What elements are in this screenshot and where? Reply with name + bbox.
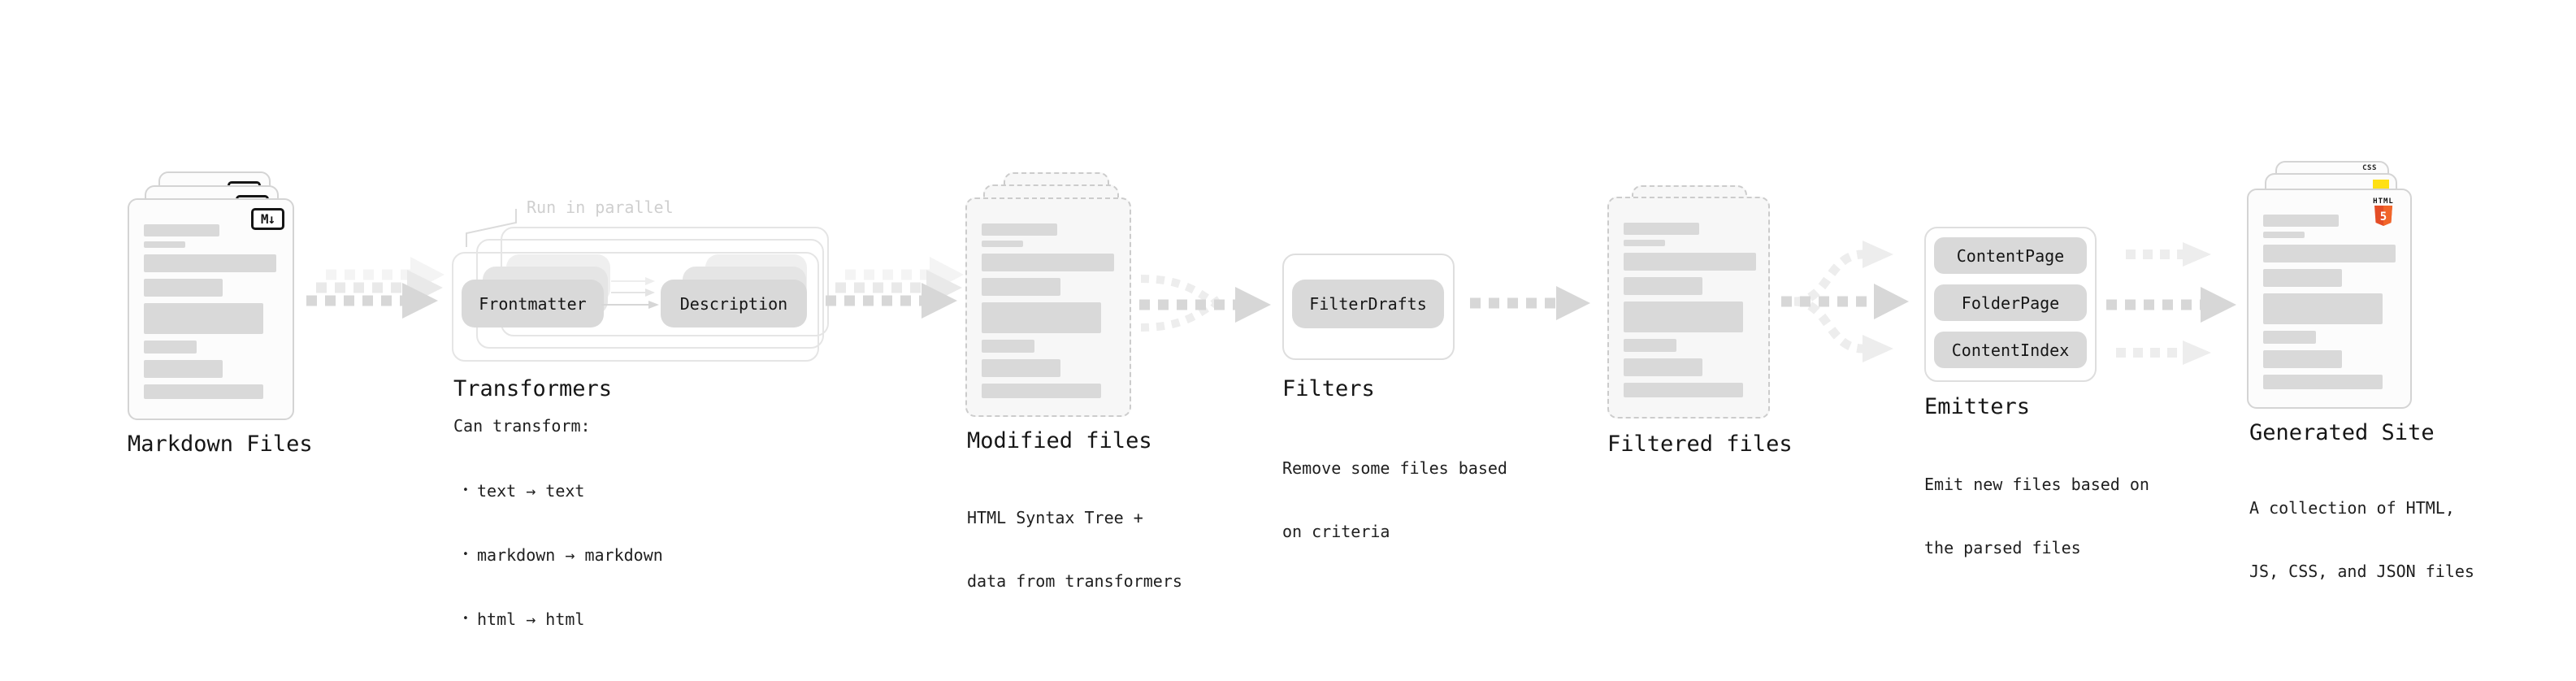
doc-bar	[2263, 293, 2383, 324]
doc-bar	[144, 279, 223, 297]
doc-bar	[982, 254, 1114, 271]
js-badge-icon	[2373, 180, 2389, 189]
pill-label: ContentPage	[1956, 245, 2065, 266]
stage-label-markdown-files: Markdown Files	[128, 432, 313, 457]
desc-line: data from transformers	[967, 571, 1182, 591]
transformer-pill-description: Description	[661, 280, 807, 327]
filters-desc: Remove some files based on criteria	[1282, 415, 1507, 584]
doc-bar	[1624, 383, 1743, 397]
desc-line: JS, CSS, and JSON files	[2249, 562, 2474, 581]
desc-line: the parsed files	[1924, 538, 2081, 557]
annotation-connector-line	[466, 209, 517, 247]
emitters-box	[1924, 227, 2097, 382]
stage-label-modified-files: Modified files	[967, 428, 1152, 453]
bullet-item: • markdown → markdown	[462, 544, 663, 566]
doc-bar	[982, 340, 1034, 353]
html5-icon: HTML 5	[2365, 197, 2402, 228]
doc-bar	[2263, 269, 2342, 287]
doc-bar	[144, 224, 219, 236]
doc-bar	[2263, 350, 2342, 368]
doc-bar	[2263, 245, 2396, 262]
flow-arrow-filters-to-filtered	[1470, 286, 1590, 320]
doc-bar	[144, 254, 276, 272]
doc-bar	[1624, 339, 1676, 352]
emitter-pill-contentpage: ContentPage	[1934, 237, 2087, 274]
bullet-text: html → html	[477, 609, 585, 629]
desc-line: Emit new files based on	[1924, 475, 2149, 494]
generated-site-desc: A collection of HTML, JS, CSS, and JSON …	[2249, 455, 2474, 624]
doc-bar	[982, 384, 1101, 398]
doc-bar	[144, 384, 263, 399]
filters-box	[1282, 254, 1455, 360]
desc-line: HTML Syntax Tree +	[967, 508, 1143, 527]
stage-label-transformers: Transformers	[453, 376, 613, 401]
desc-line: on criteria	[1282, 522, 1390, 541]
emitter-pill-contentindex: ContentIndex	[1934, 332, 2087, 368]
css-badge-label: CSS	[2362, 164, 2377, 172]
desc-line: Remove some files based	[1282, 458, 1507, 478]
transformers-desc-heading: Can transform:	[453, 416, 591, 436]
modified-files-desc: HTML Syntax Tree + data from transformer…	[967, 465, 1182, 634]
flow-arrow-filtered-to-emitters	[1781, 241, 1909, 362]
doc-bar	[982, 278, 1060, 296]
doc-card-front	[1607, 197, 1770, 419]
doc-bar	[1624, 240, 1665, 246]
doc-bar	[1624, 253, 1756, 271]
pill-label: FilterDrafts	[1309, 294, 1427, 314]
doc-bar	[2263, 375, 2383, 389]
bullet-text: markdown → markdown	[477, 544, 663, 565]
doc-bar	[144, 340, 197, 354]
stage-label-filters: Filters	[1282, 376, 1375, 401]
transformer-pill-frontmatter: Frontmatter	[462, 280, 604, 327]
pill-label: Frontmatter	[479, 293, 587, 314]
html5-shield-icon: 5	[2374, 206, 2392, 226]
emitters-desc: Emit new files based on the parsed files	[1924, 432, 2149, 601]
pill-label: FolderPage	[1961, 293, 2060, 313]
doc-bar	[1624, 223, 1699, 235]
run-in-parallel-annotation: Run in parallel	[527, 197, 674, 217]
filter-pill-filterdrafts: FilterDrafts	[1292, 280, 1444, 328]
flow-arrow-transformers-to-modified	[826, 257, 964, 319]
emitter-pill-folderpage: FolderPage	[1934, 284, 2087, 321]
svg-text:5: 5	[2380, 210, 2387, 223]
bullet-item: • html → html	[462, 608, 663, 630]
doc-bar	[982, 223, 1057, 236]
stage-label-generated-site: Generated Site	[2249, 420, 2435, 445]
markdown-badge-label: M↓	[260, 211, 275, 227]
doc-bar	[2263, 232, 2305, 238]
doc-bar	[1624, 277, 1702, 295]
html5-badge-label: HTML	[2373, 197, 2394, 206]
flow-arrow-modified-to-filters	[1139, 275, 1271, 332]
flow-arrow-emitters-to-site	[2106, 242, 2236, 365]
doc-bar	[982, 359, 1060, 377]
bullet-item: • text → text	[462, 479, 663, 501]
bullet-glyph: •	[462, 484, 469, 497]
markdown-icon: M↓	[251, 208, 284, 230]
pill-label: ContentIndex	[1951, 340, 2070, 360]
bullet-text: text → text	[477, 480, 585, 501]
doc-card-front	[965, 197, 1131, 417]
doc-bar	[2263, 215, 2339, 227]
mini-arrows-icon	[601, 277, 659, 309]
flow-arrow-markdown-to-transformers	[306, 257, 445, 319]
bullet-glyph: •	[462, 548, 469, 561]
doc-bar	[144, 303, 263, 334]
desc-line: A collection of HTML,	[2249, 498, 2455, 518]
doc-card-front: HTML 5	[2247, 189, 2412, 409]
transformers-bullet-list: • text → text • markdown → markdown • html …	[462, 437, 663, 672]
doc-card-front: M↓	[128, 198, 294, 420]
bullet-glyph: •	[462, 612, 469, 625]
pill-label: Description	[679, 293, 788, 314]
doc-bar	[1624, 301, 1743, 332]
doc-bar	[144, 360, 223, 378]
doc-bar	[1624, 358, 1702, 376]
doc-bar	[982, 241, 1023, 247]
doc-bar	[2263, 331, 2316, 344]
transformer-box-front	[452, 252, 819, 362]
stage-label-filtered-files: Filtered files	[1607, 432, 1793, 457]
doc-bar	[144, 241, 185, 248]
stage-label-emitters: Emitters	[1924, 394, 2031, 419]
doc-bar	[982, 302, 1101, 333]
